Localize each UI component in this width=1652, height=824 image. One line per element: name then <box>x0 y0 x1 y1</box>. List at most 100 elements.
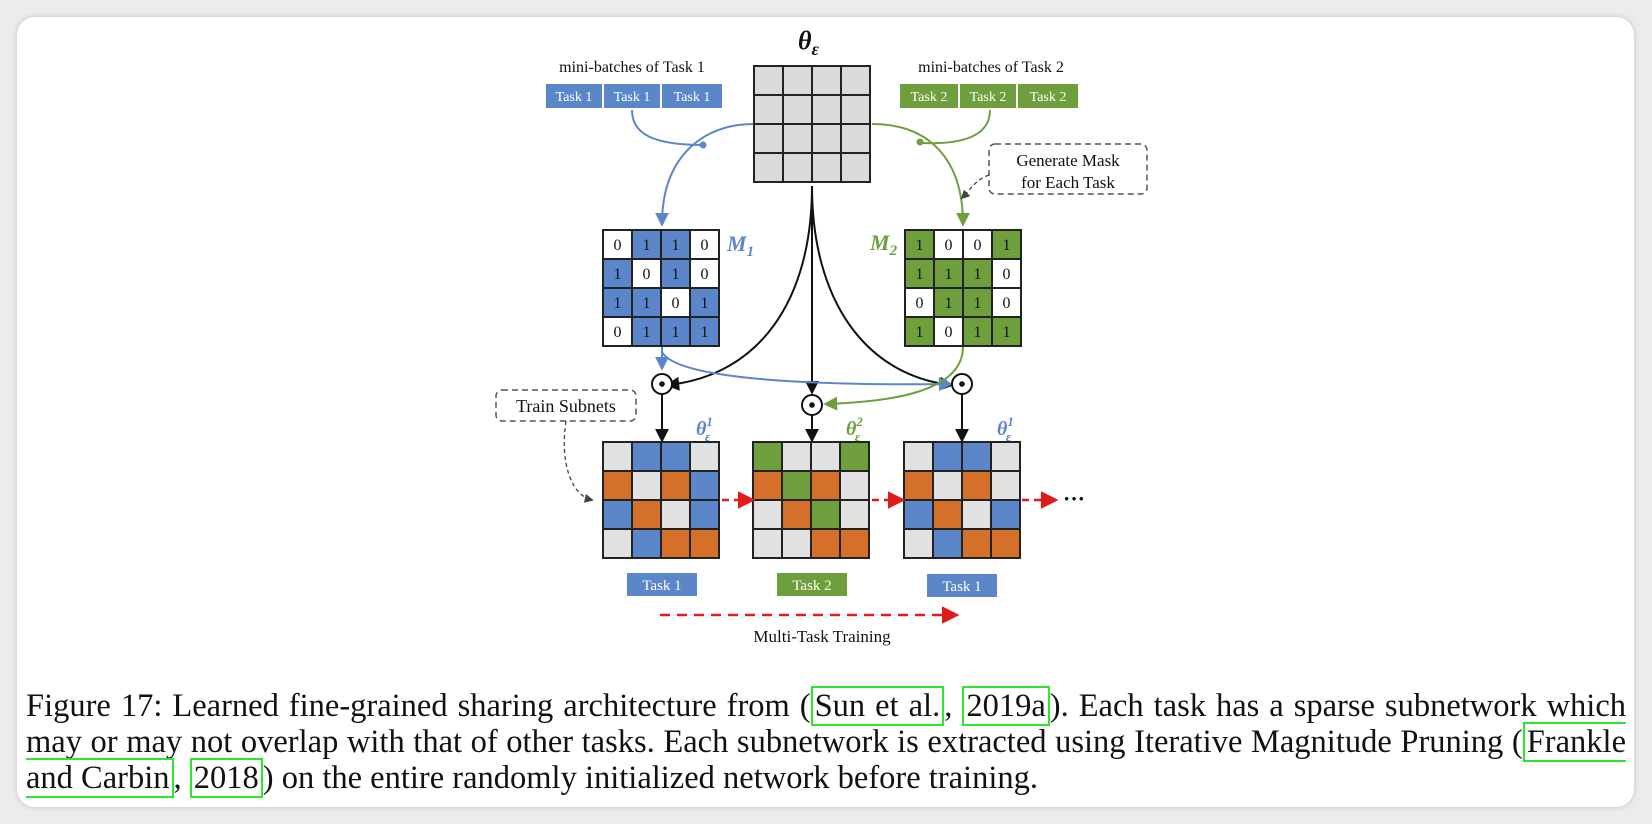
mask2-cell <box>962 316 993 347</box>
mask2-cell <box>933 287 964 318</box>
mask2-cell-value: 1 <box>974 266 982 283</box>
base-grid-cell <box>840 152 871 183</box>
batch2-label: Task 2 <box>1030 90 1067 105</box>
mask1-cell-value: 1 <box>672 324 680 341</box>
mask1-cell-value: 1 <box>643 324 651 341</box>
subnet2-cell <box>810 441 841 472</box>
subnet3-cell <box>932 441 963 472</box>
mask2-cell-value: 1 <box>1003 237 1011 254</box>
mask2-cell-value: 0 <box>945 324 953 341</box>
mask1-to-op3 <box>661 351 953 392</box>
subnet3-cell <box>961 470 992 501</box>
mask2-cell-value: 1 <box>945 295 953 312</box>
task2-arrow-to-mask <box>919 109 991 145</box>
mask2-cell <box>991 316 1022 347</box>
task2-mask-arrow <box>871 123 970 227</box>
subnet1-cell <box>660 499 691 530</box>
mask1-cell-value: 0 <box>701 237 709 254</box>
subnet2-cell <box>781 528 812 559</box>
subnet1-cell <box>689 499 720 530</box>
mask1-cell-value: 0 <box>614 324 622 341</box>
subnet2-cell <box>752 499 783 530</box>
batches2-title: mini-batches of Task 2 <box>918 59 1064 76</box>
citation-link[interactable]: Sun et al. <box>810 686 945 726</box>
sharing-architecture-figure: θε mini-batches of Task 1 mini-batches o… <box>495 26 1148 646</box>
base-grid-cell <box>782 152 813 183</box>
base-grid-cell <box>782 94 813 125</box>
subnet3-cell <box>903 499 934 530</box>
base-grid-cell <box>811 94 842 125</box>
generate-mask-line1: Generate Mask <box>1016 151 1120 170</box>
subnet1-cell <box>602 528 633 559</box>
subnet1-cell <box>602 499 633 530</box>
subnet1-cell <box>689 470 720 501</box>
subnet3-cell <box>932 470 963 501</box>
generate-mask-pointer <box>960 174 990 200</box>
batch2-label: Task 2 <box>911 90 948 105</box>
subnet3-cell <box>903 528 934 559</box>
m2-label: M2 <box>869 230 898 259</box>
mask1-cell-value: 1 <box>643 295 651 312</box>
batch1-label: Task 1 <box>674 90 711 105</box>
subnet1-cell <box>602 470 633 501</box>
subnet1-cell <box>689 528 720 559</box>
mask1-cell <box>602 287 633 318</box>
subnet3-cell <box>903 470 934 501</box>
subnet1-cell <box>631 470 662 501</box>
base-grid-cell <box>753 152 784 183</box>
subnet1-cell <box>631 499 662 530</box>
subnet2-cell <box>839 528 870 559</box>
ellipsis: ··· <box>1063 486 1085 511</box>
subnet3-cell <box>990 528 1021 559</box>
caption-text: ). Each task has a sparse subnetwork whi… <box>26 688 1626 760</box>
batch1-label: Task 1 <box>614 90 651 105</box>
subnet2-cell <box>839 499 870 530</box>
subnet3-cell <box>961 499 992 530</box>
generate-mask-line2: for Each Task <box>1021 173 1115 192</box>
citation-link[interactable]: 2018 <box>189 758 263 798</box>
base-grid-cell <box>811 123 842 154</box>
mask2-cell <box>991 229 1022 260</box>
mask2-cell <box>904 229 935 260</box>
subnet-task-label: Task 1 <box>642 578 681 594</box>
base-grid-cell <box>840 123 871 154</box>
mask2-cell-value: 1 <box>945 266 953 283</box>
mask2-cell-value: 0 <box>916 295 924 312</box>
citation-link[interactable]: 2019a <box>962 686 1050 726</box>
subnet2-grid <box>752 441 870 559</box>
m1-label: M1 <box>726 231 754 260</box>
train-subnets-box <box>495 389 637 422</box>
subnet2-cell <box>839 470 870 501</box>
subnet3-cell <box>990 499 1021 530</box>
subnet1-cell <box>660 470 691 501</box>
mask1-cell <box>689 287 720 318</box>
caption-text: , <box>944 688 963 724</box>
batches1-group: Task 1 Task 1 Task 1 <box>546 84 722 108</box>
caption-text: , <box>173 760 190 796</box>
subnet1-cell <box>631 528 662 559</box>
mask1-cell-value: 1 <box>614 266 622 283</box>
subnet3-cell <box>961 441 992 472</box>
base-grid-cell <box>782 65 813 96</box>
subnet1-cell <box>660 441 691 472</box>
base-grid-cell <box>811 152 842 183</box>
mask2-to-op2 <box>823 346 964 411</box>
base-grid-cell <box>753 123 784 154</box>
subnet2-cell <box>810 528 841 559</box>
odot-operator-2 <box>801 394 823 416</box>
mask2-cell-value: 1 <box>1003 324 1011 341</box>
batch1-label: Task 1 <box>556 90 593 105</box>
citation-link[interactable]: Frankle and Carbin <box>26 722 1626 798</box>
train-subnets-label: Train Subnets <box>516 396 616 416</box>
subnet2-cell <box>781 470 812 501</box>
mask2-cell-value: 1 <box>916 324 924 341</box>
subnet3-grid <box>903 441 1021 559</box>
subnet1-cell <box>660 528 691 559</box>
generate-mask-box <box>988 143 1148 195</box>
caption-text: Figure 17: Learned fine-grained sharing … <box>26 688 811 724</box>
